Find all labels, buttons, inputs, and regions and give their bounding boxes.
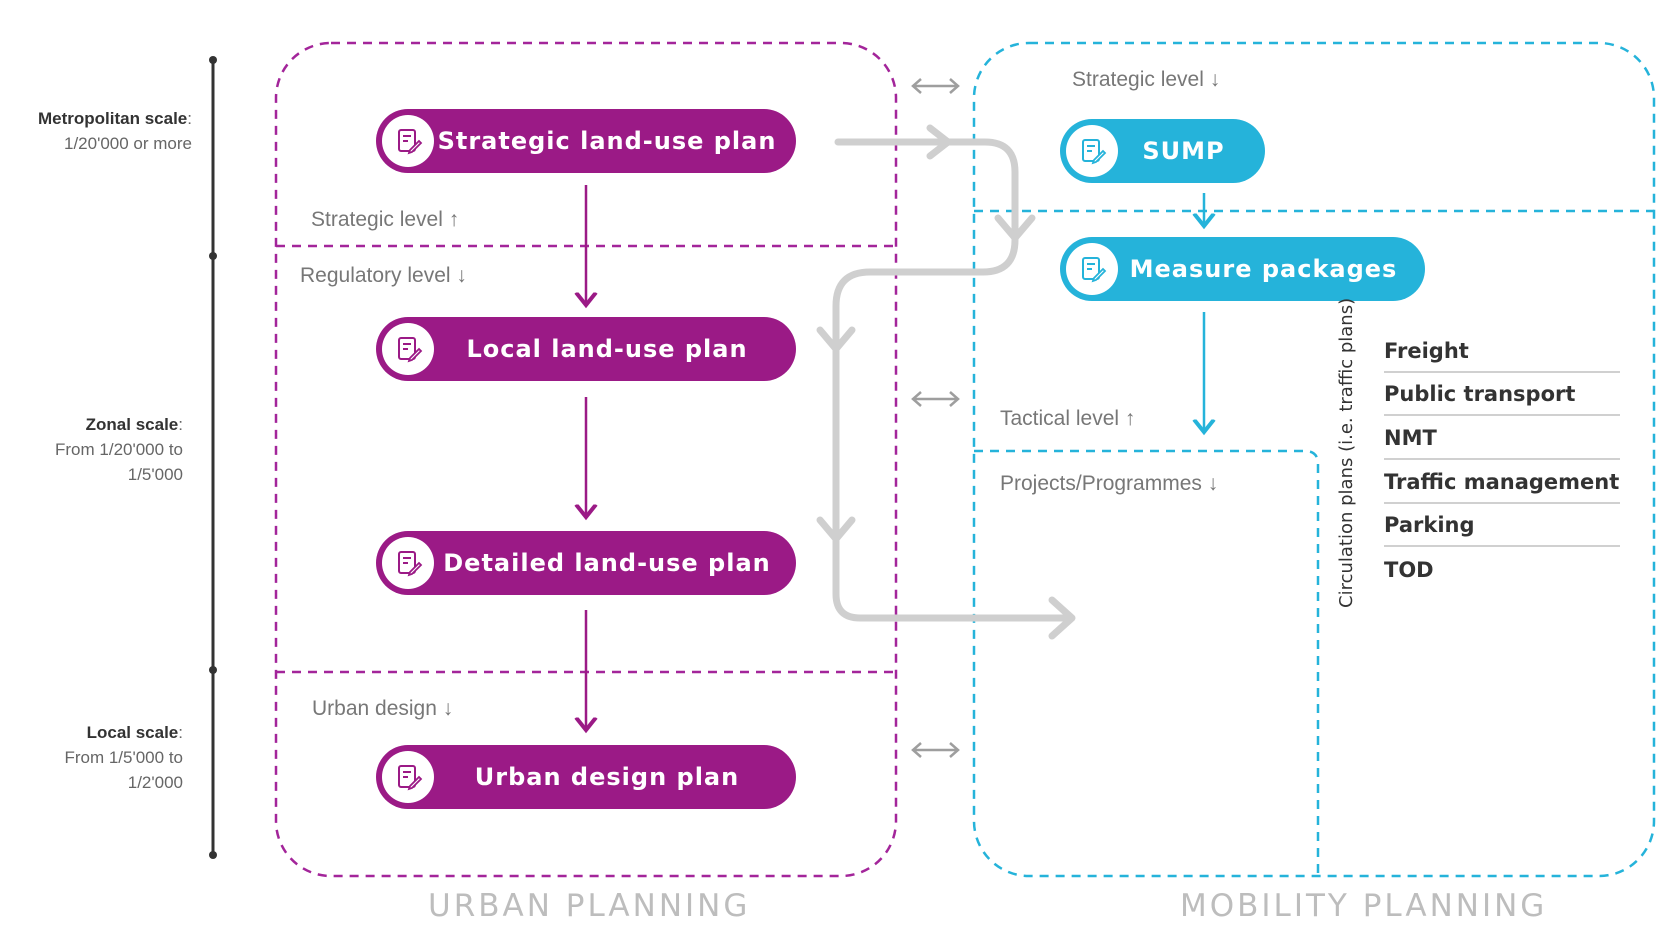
double-arrow-icon — [911, 391, 960, 407]
urban-planning-title: URBAN PLANNING — [428, 888, 751, 924]
pill-label: Detailed land-use plan — [443, 549, 771, 577]
document-edit-icon — [1066, 125, 1118, 177]
pill-label: SUMP — [1142, 137, 1225, 165]
document-edit-icon — [382, 751, 434, 803]
pill-label: Local land-use plan — [466, 335, 748, 363]
local-land-use-plan[interactable]: Local land-use plan — [376, 317, 796, 381]
measure-item-tod: TOD — [1384, 558, 1434, 582]
double-arrow-icon — [911, 742, 960, 758]
strategic-land-use-plan[interactable]: Strategic land-use plan — [376, 109, 796, 173]
scale-range: From 1/20'000 to 1/5'000 — [55, 440, 183, 484]
measure-item-nmt: NMT — [1384, 418, 1620, 460]
document-edit-icon — [1066, 243, 1118, 295]
urban-regulatory-level-label: Regulatory level ↓ — [300, 264, 467, 287]
scale-label-metropolitan: Metropolitan scale: 1/20'000 or more — [30, 106, 192, 156]
scale-suffix: : — [178, 415, 183, 434]
pill-label: Urban design plan — [474, 763, 740, 791]
scale-range: 1/20'000 or more — [64, 134, 192, 153]
mobility-planning-frame — [972, 41, 1656, 878]
scale-name: Local scale — [86, 723, 179, 742]
urban-design-level-label: Urban design ↓ — [312, 697, 454, 720]
scale-suffix: : — [187, 109, 192, 128]
scale-axis — [209, 56, 217, 859]
circulation-plans-label: Circulation plans (i.e. traffic plans) — [1336, 297, 1357, 608]
document-edit-icon — [382, 115, 434, 167]
measure-item-freight: Freight — [1384, 331, 1620, 373]
sump-plan[interactable]: SUMP — [1060, 119, 1265, 183]
mobility-strategic-level-label: Strategic level ↓ — [1072, 68, 1221, 91]
measure-item-parking: Parking — [1384, 505, 1620, 547]
urban-design-plan[interactable]: Urban design plan — [376, 745, 796, 809]
pill-label: Strategic land-use plan — [437, 127, 777, 155]
scale-name: Metropolitan scale — [38, 109, 188, 128]
mobility-planning-title: MOBILITY PLANNING — [1180, 888, 1548, 924]
document-edit-icon — [382, 537, 434, 589]
scale-label-local: Local scale: From 1/5'000 to 1/2'000 — [20, 720, 183, 795]
mobility-tactical-level-label: Tactical level ↑ — [1000, 407, 1136, 430]
measure-item-public-transport: Public transport — [1384, 374, 1620, 416]
detailed-land-use-plan[interactable]: Detailed land-use plan — [376, 531, 796, 595]
measure-item-traffic-management: Traffic management — [1384, 462, 1620, 504]
scale-label-zonal: Zonal scale: From 1/20'000 to 1/5'000 — [30, 412, 183, 487]
pill-label: Measure packages — [1129, 255, 1398, 283]
measure-packages-plan[interactable]: Measure packages — [1060, 237, 1425, 301]
scale-suffix: : — [178, 723, 183, 742]
scale-name: Zonal scale — [85, 415, 179, 434]
scale-range: From 1/5'000 to 1/2'000 — [64, 748, 183, 792]
double-arrow-icon — [911, 78, 960, 94]
document-edit-icon — [382, 323, 434, 375]
mobility-projects-level-label: Projects/Programmes ↓ — [1000, 472, 1219, 495]
urban-strategic-level-label: Strategic level ↑ — [311, 208, 460, 231]
process-flow-arrow — [816, 124, 1076, 640]
